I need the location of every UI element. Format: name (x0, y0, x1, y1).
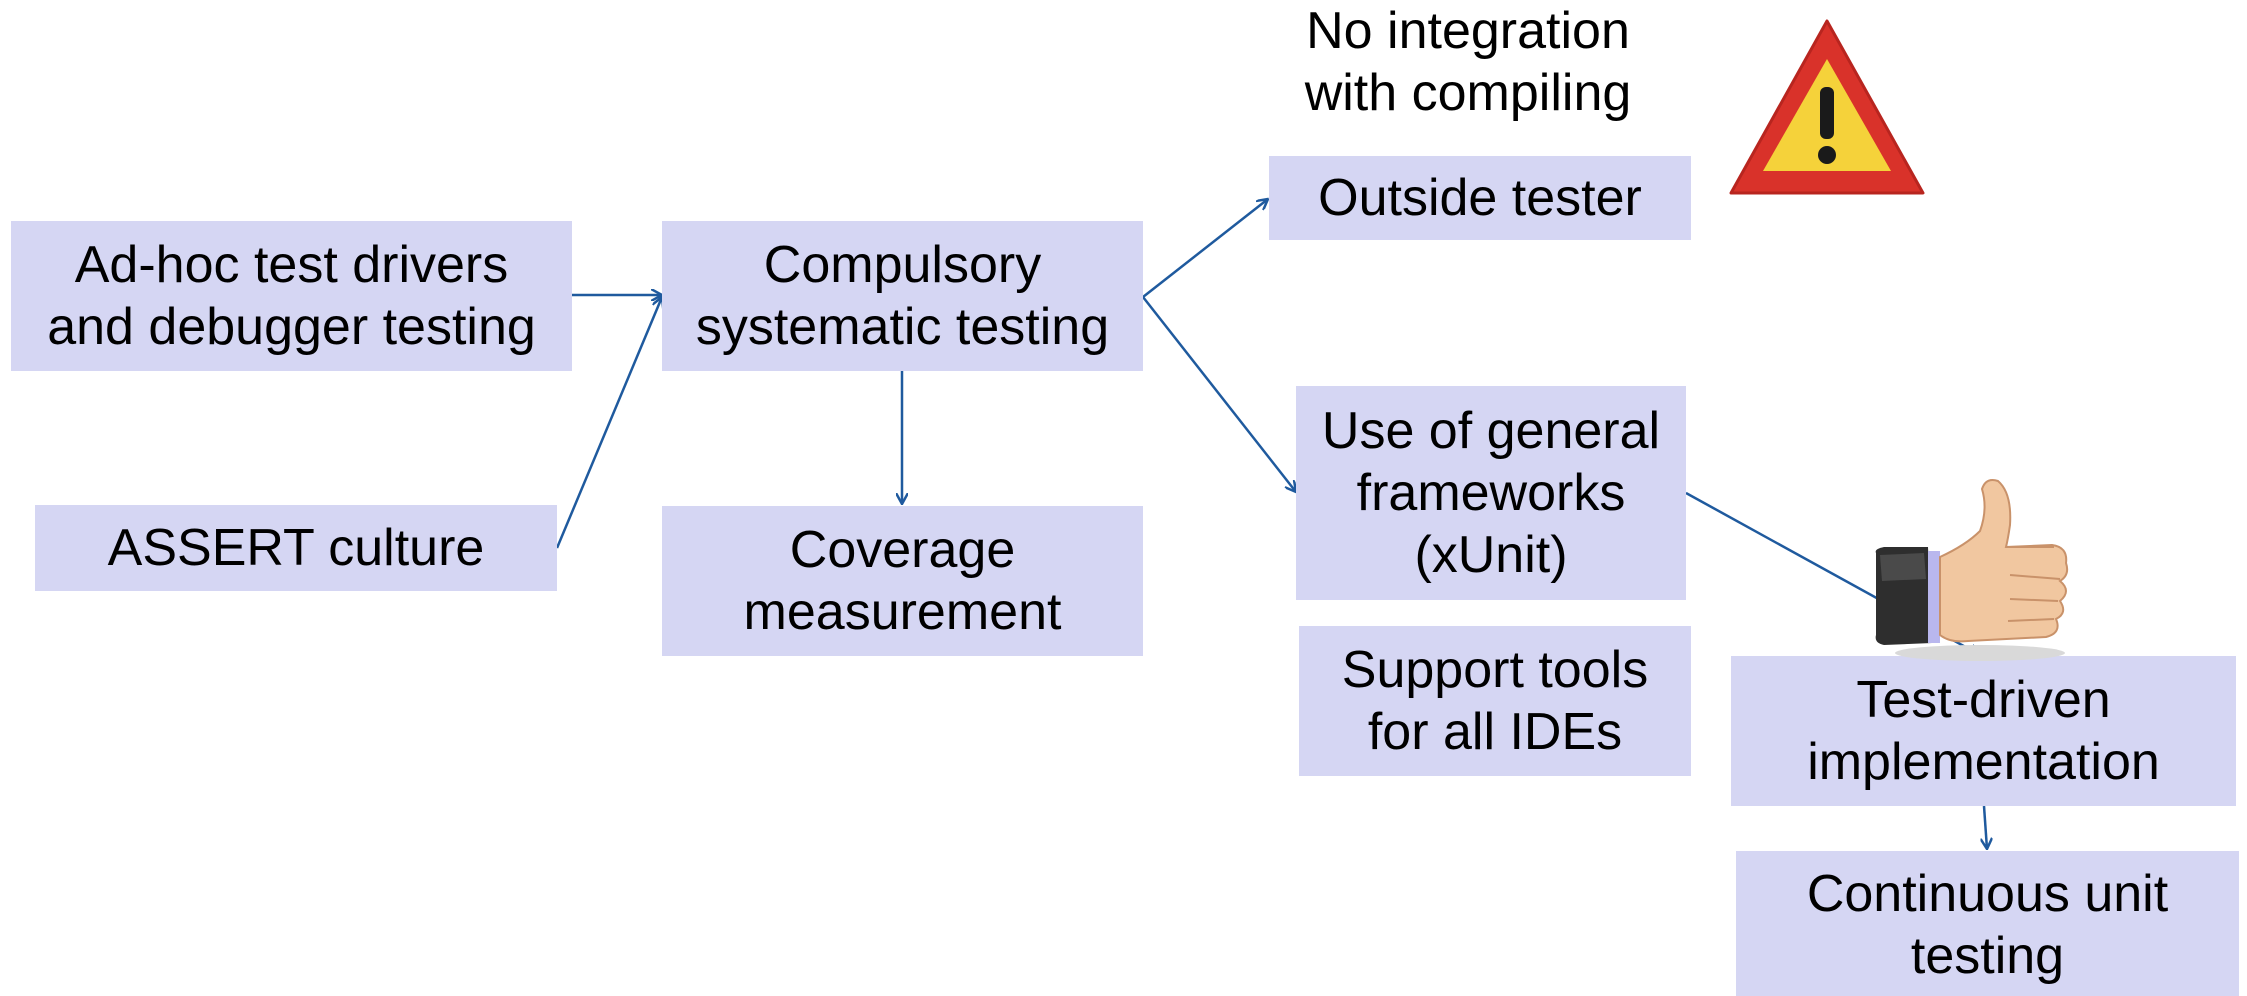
node-line: (xUnit) (1414, 526, 1568, 584)
node-support-tools: Support tools for all IDEs (1299, 626, 1691, 776)
arrow-tdd-to-continuous (1984, 805, 1987, 849)
node-line: ASSERT culture (107, 519, 485, 577)
node-line: Ad-hoc test drivers (74, 236, 509, 294)
node-line: and debugger testing (47, 298, 536, 356)
node-line: Outside tester (1318, 169, 1642, 227)
node-outside-tester: Outside tester (1269, 156, 1691, 240)
node-line: Test-driven (1856, 671, 2111, 729)
arrow-compulsory-to-outside (1142, 199, 1268, 298)
node-line: Support tools (1341, 641, 1649, 699)
node-adhoc-test-drivers: Ad-hoc test drivers and debugger testing (11, 221, 572, 371)
node-line: Use of general (1321, 402, 1661, 460)
node-line: Coverage (789, 521, 1016, 579)
node-line: for all IDEs (1367, 703, 1623, 761)
node-line: implementation (1807, 733, 2160, 791)
thumbs-up-icon (1875, 479, 2069, 661)
node-assert-culture: ASSERT culture (35, 505, 557, 591)
node-general-frameworks: Use of general frameworks (xUnit) (1296, 386, 1686, 600)
node-line: Continuous unit (1806, 865, 2169, 923)
arrow-compulsory-to-frameworks (1142, 296, 1296, 492)
node-line: frameworks (1356, 464, 1626, 522)
annotation-no-integration: No integration with compiling (1258, 0, 1678, 124)
annotation-line: with compiling (1304, 64, 1632, 122)
node-line: measurement (743, 583, 1062, 641)
node-test-driven-implementation: Test-driven implementation (1731, 656, 2236, 806)
node-coverage-measurement: Coverage measurement (662, 506, 1143, 656)
node-compulsory-systematic-testing: Compulsory systematic testing (662, 221, 1143, 371)
node-line: Compulsory (763, 236, 1042, 294)
warning-triangle-icon (1729, 19, 1925, 195)
node-continuous-unit-testing: Continuous unit testing (1736, 851, 2239, 996)
arrow-assert-to-compulsory (555, 297, 662, 549)
node-line: testing (1910, 927, 2065, 985)
annotation-line: No integration (1306, 2, 1630, 60)
node-line: systematic testing (695, 298, 1110, 356)
